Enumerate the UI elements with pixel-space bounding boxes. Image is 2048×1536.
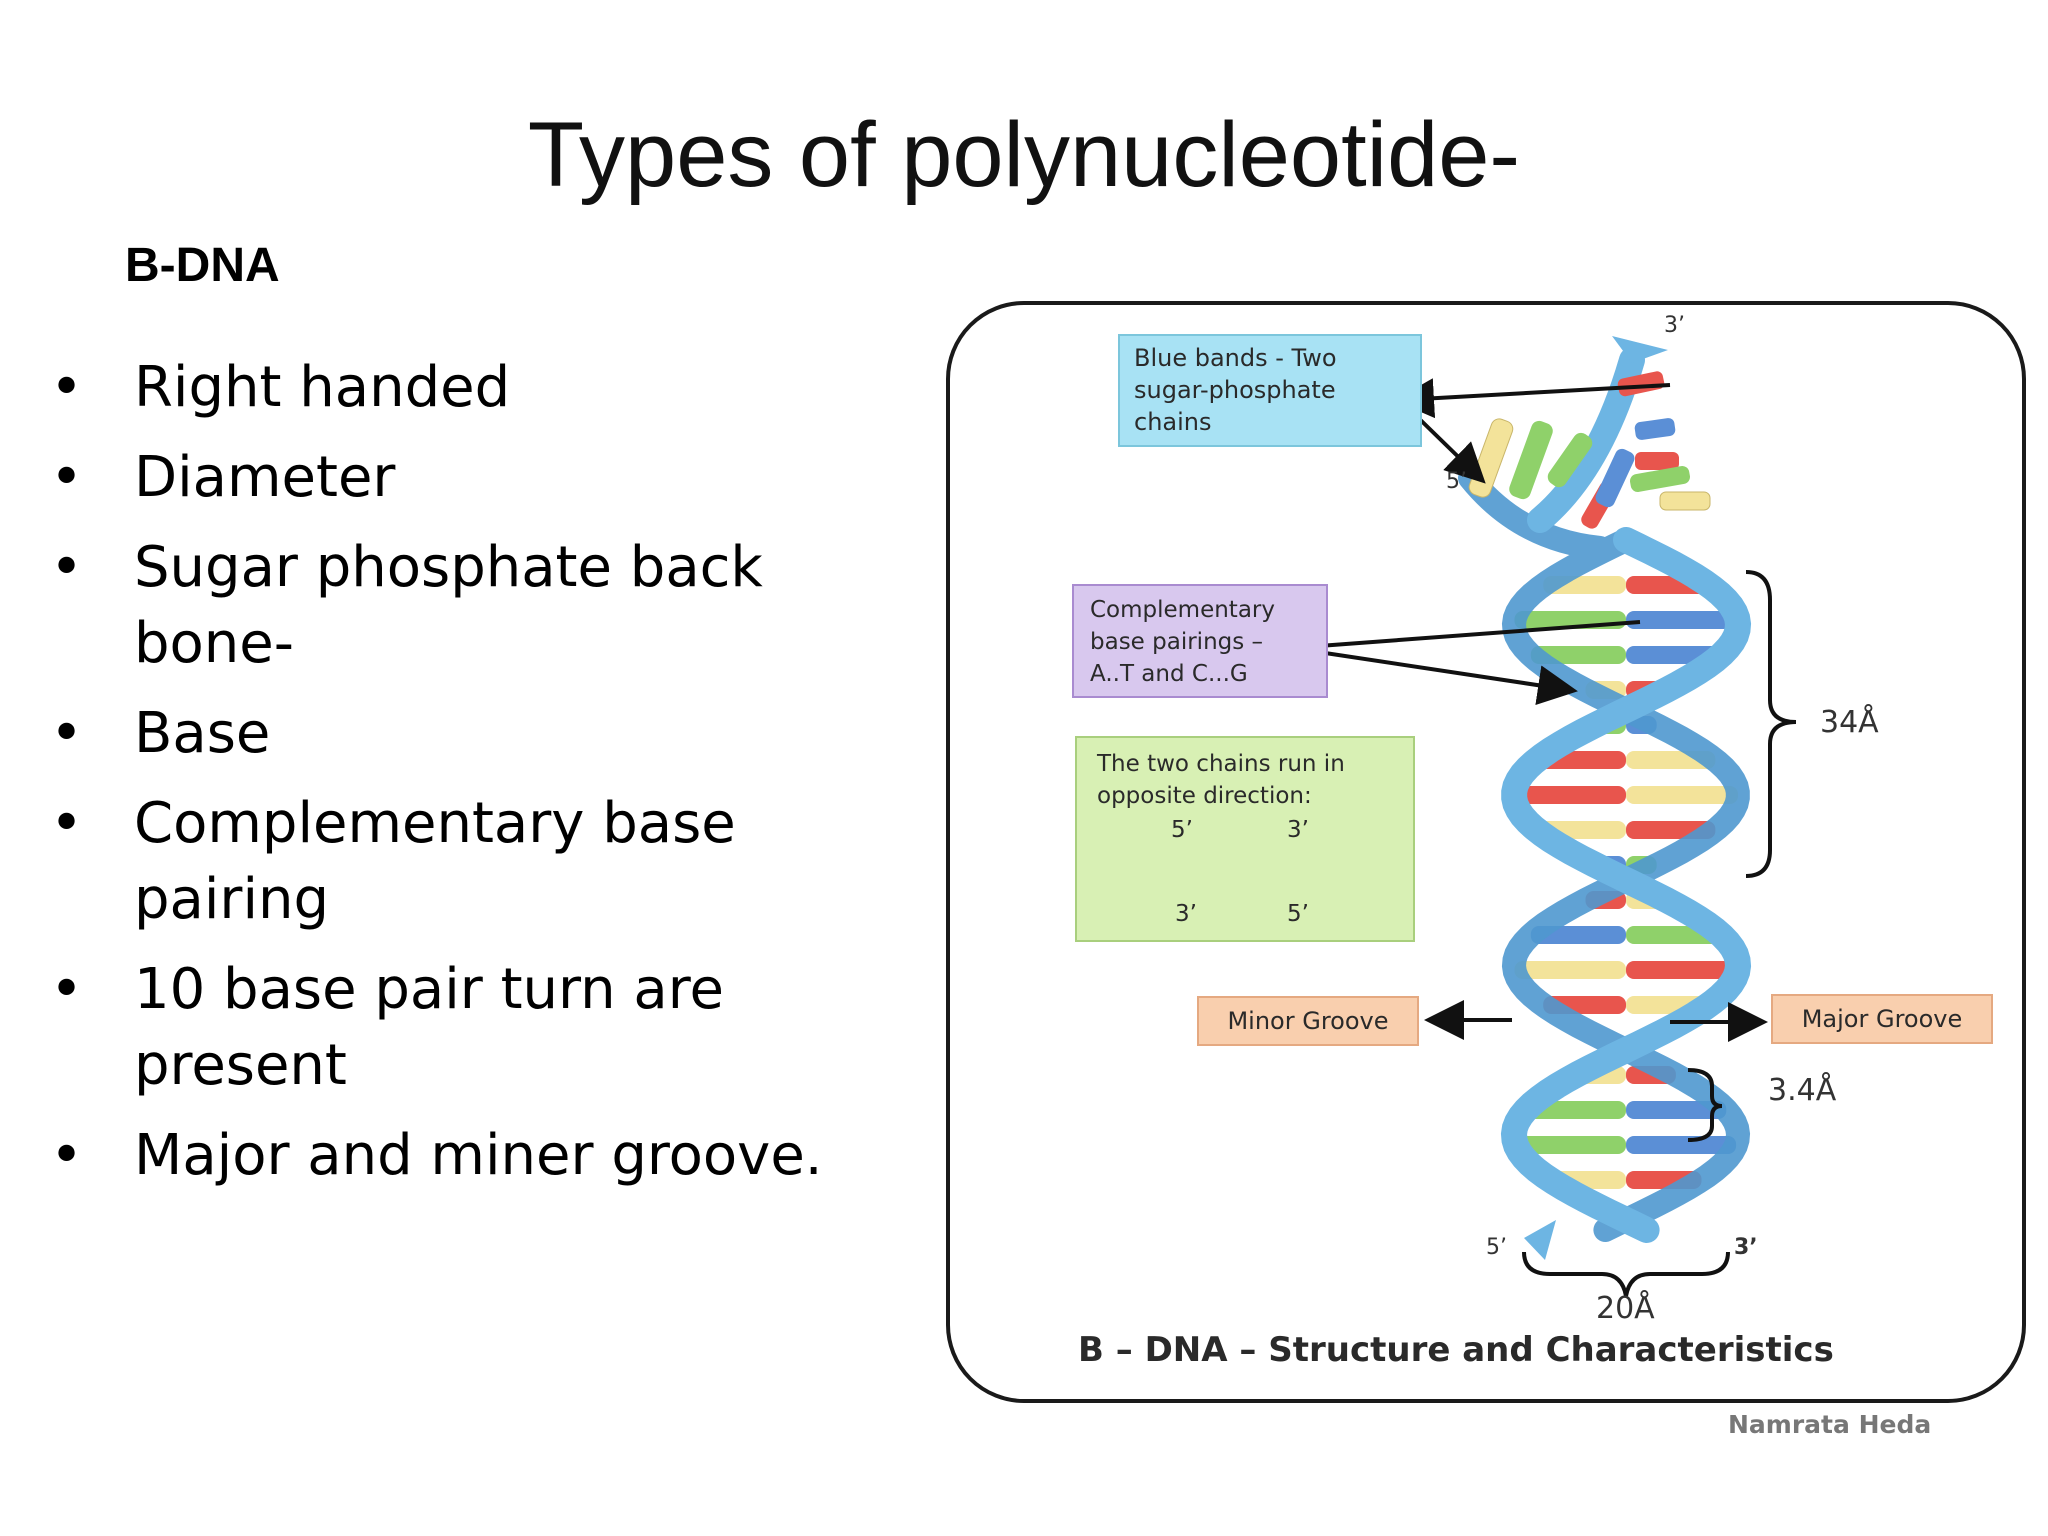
bullet-item: Sugar phosphate back bone- [50, 530, 890, 682]
base-pair-half [1626, 1101, 1727, 1119]
strand-arrowhead-top [1612, 336, 1668, 363]
callout-line: sugar-phosphate [1134, 376, 1336, 404]
callout-arrows [1284, 378, 1768, 1042]
label-20A: 20Å [1596, 1290, 1655, 1326]
minor-groove-label: Minor Groove [1197, 996, 1419, 1046]
label-5prime-bottom: 5’ [1486, 1235, 1507, 1260]
callout-line: Blue bands - Two [1134, 344, 1337, 372]
callout-line: chains [1134, 408, 1212, 436]
callout-sugar-phosphate: Blue bands - Two sugar-phosphate chains [1118, 334, 1422, 447]
base-pair-half [1626, 1136, 1737, 1154]
callout-base-pairing: Complementary base pairings – A..T and C… [1072, 584, 1328, 698]
label-3prime-top: 3’ [1664, 313, 1685, 338]
direction-label: 5’ [1287, 901, 1309, 927]
direction-label: 3’ [1175, 901, 1197, 927]
bullet-item: Major and miner groove. [50, 1118, 890, 1194]
label-5prime-top: 5’ [1446, 469, 1467, 494]
bullet-item: Diameter [50, 440, 890, 516]
base-pair-half [1514, 786, 1626, 804]
major-groove-label: Major Groove [1771, 994, 1993, 1044]
callout-line: Complementary [1090, 597, 1275, 623]
diagram-caption: B – DNA – Structure and Characteristics [1078, 1330, 1834, 1370]
bullet-item: Complementary base pairing [50, 786, 890, 938]
base-pair-half [1626, 786, 1738, 804]
direction-label: 3’ [1287, 817, 1309, 843]
slide-subtitle: B-DNA [125, 239, 280, 292]
callout-line: The two chains run in [1097, 751, 1345, 777]
label-3-4A: 3.4Å [1768, 1072, 1837, 1108]
callout-chain-direction: The two chains run in opposite direction… [1075, 736, 1415, 942]
slide-title: Types of polynucleotide- [527, 104, 1521, 206]
callout-line: base pairings – [1090, 629, 1264, 655]
label-3prime-bottom: 3’ [1734, 1235, 1758, 1260]
dimension-braces [1522, 570, 1797, 1297]
label-34A: 34Å [1820, 704, 1879, 740]
diagram-credit: Namrata Heda [1728, 1410, 1932, 1439]
base-pair-half [1514, 961, 1626, 979]
base-pair-half [1626, 611, 1738, 629]
strand-arrowhead-bottom [1524, 1220, 1556, 1260]
direction-label: 5’ [1171, 817, 1193, 843]
callout-line: A..T and C...G [1090, 661, 1248, 687]
bullet-list: Right handed Diameter Sugar phosphate ba… [50, 350, 890, 1208]
bullet-item: Base [50, 696, 890, 772]
bullet-item: Right handed [50, 350, 890, 426]
base-pair-half [1515, 1136, 1626, 1154]
base-pair-half [1626, 961, 1738, 979]
bullet-item: 10 base pair turn are present [50, 952, 890, 1104]
callout-line: opposite direction: [1097, 783, 1312, 809]
